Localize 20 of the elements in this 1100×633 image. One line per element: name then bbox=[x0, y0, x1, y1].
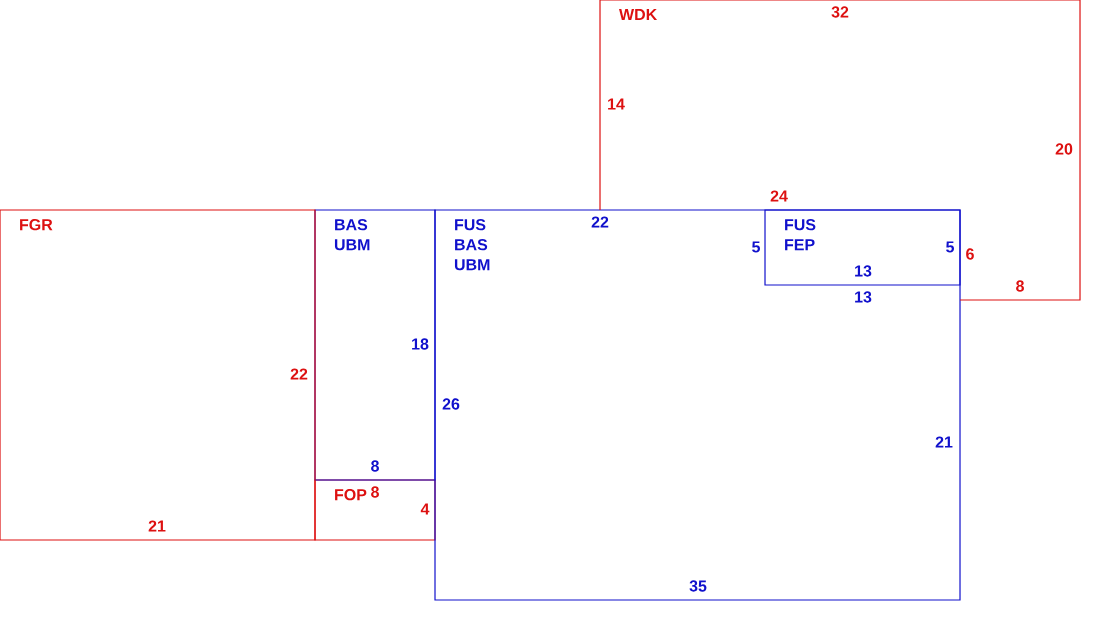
dimension-label: 8 bbox=[1016, 280, 1024, 292]
dimension-label: 4 bbox=[420, 503, 430, 515]
dimension-label: 18 bbox=[412, 338, 429, 350]
dimension-label: 24 bbox=[770, 190, 788, 202]
dimension-label: 22 bbox=[290, 368, 308, 380]
dimension-label: 5 bbox=[752, 241, 760, 253]
dimension-label: 21 bbox=[935, 436, 953, 448]
dimension-label: 32 bbox=[831, 6, 849, 18]
dimension-label: 8 bbox=[371, 460, 379, 472]
dimension-label: 21 bbox=[148, 520, 166, 532]
dimension-label: 20 bbox=[1055, 143, 1073, 155]
dimension-label: 22 bbox=[591, 216, 609, 228]
dimension-label: 5 bbox=[946, 241, 954, 253]
dimension-label: 35 bbox=[689, 580, 707, 592]
dimension-label: 14 bbox=[608, 98, 625, 110]
dimension-label: 6 bbox=[966, 248, 974, 260]
dimension-label: 26 bbox=[442, 398, 460, 410]
dimension-label: 13 bbox=[855, 265, 872, 277]
dimension-label: 8 bbox=[371, 486, 379, 498]
dimension-label: 13 bbox=[855, 291, 872, 303]
